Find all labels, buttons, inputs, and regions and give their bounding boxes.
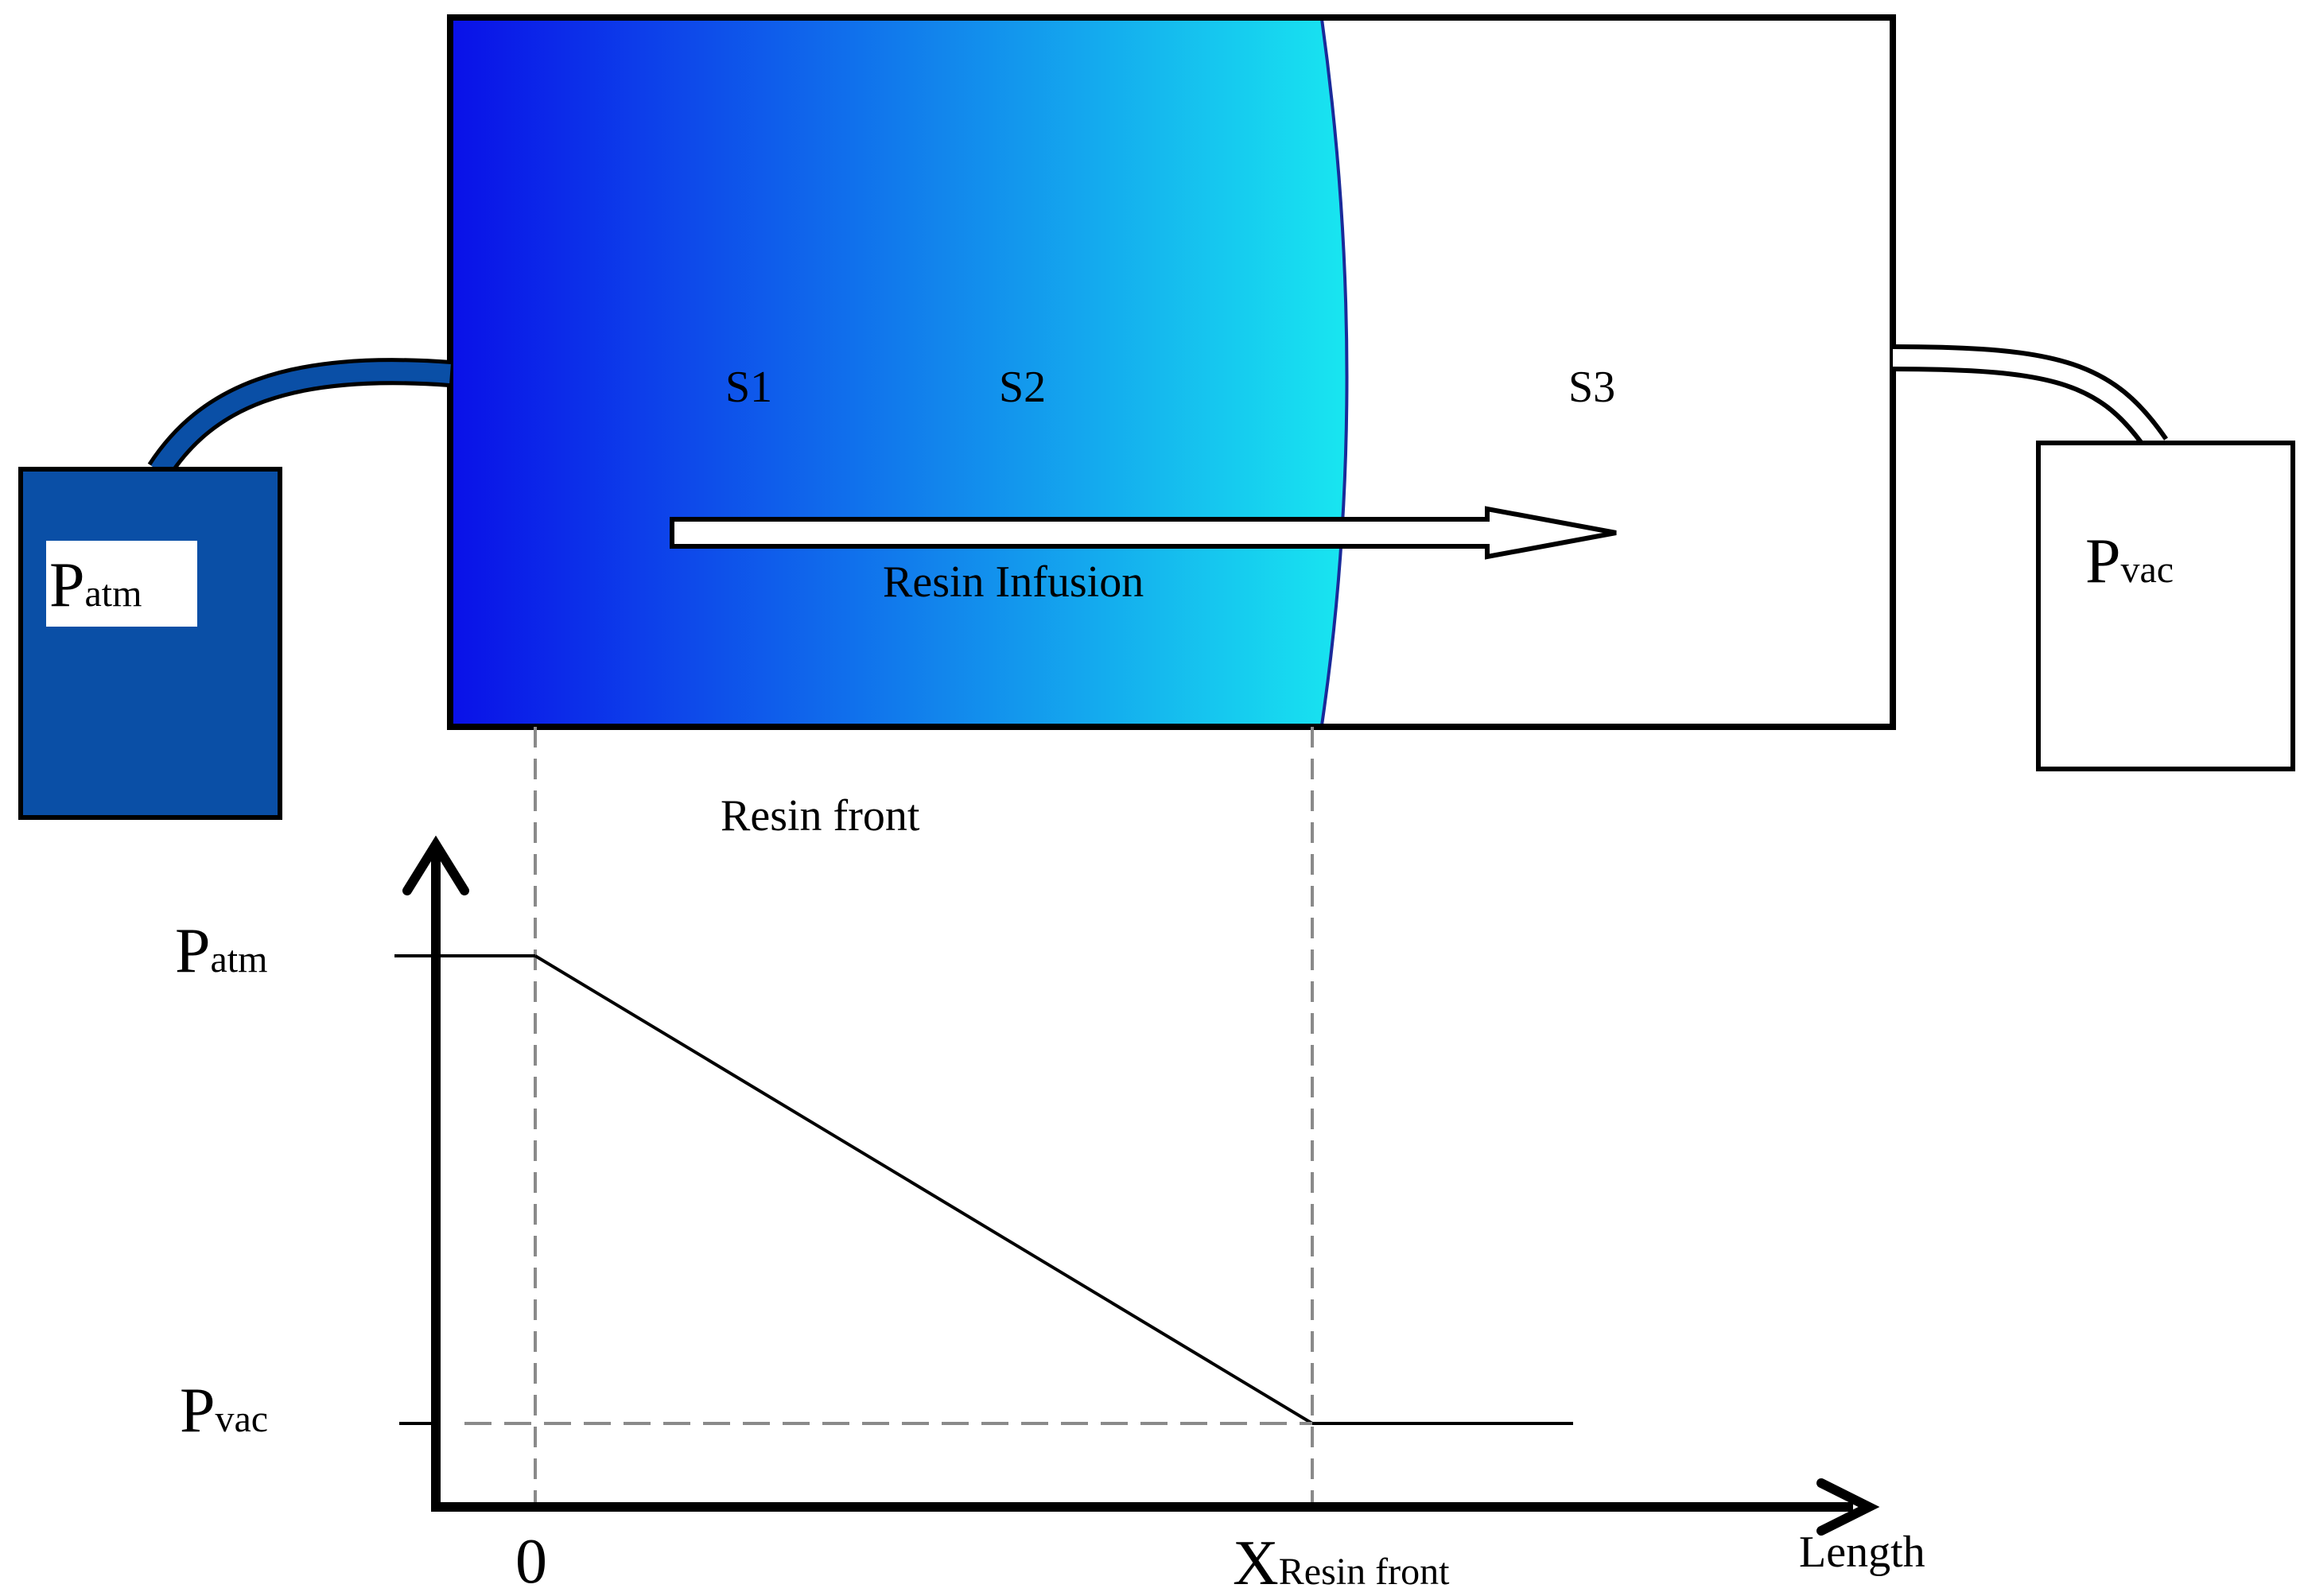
x-label-resin-front: XResin front [1233,1528,1450,1592]
resin-front-curve [1320,18,1349,726]
zone-label-s2: S2 [999,363,1046,412]
x-axis-arrowhead [1816,1478,1880,1536]
atmospheric-tank-label: Patm [49,550,142,620]
x-axis-label-length: Length [1799,1528,1925,1577]
y-label-patm: Patm [175,916,267,986]
flow-arrow [670,506,1617,560]
vacuum-tank [2036,441,2295,771]
vacuum-tank-label: Pvac [2085,526,2174,596]
y-axis-arrowhead [402,835,469,895]
flow-label: Resin Infusion [883,557,1144,607]
y-label-pvac: Pvac [180,1376,268,1446]
zone-label-s3: S3 [1568,363,1615,412]
x-label-origin: 0 [515,1527,547,1592]
outlet-tube-fill [1892,349,2165,451]
inlet-tube-fill [150,362,451,476]
resin-region [450,19,1347,725]
atmospheric-tank-label-bg [46,541,197,627]
atmospheric-tank [18,467,282,820]
resin-front-label: Resin front [721,791,920,841]
zone-label-s1: S1 [725,363,772,412]
pressure-profile-line [534,954,1314,1425]
